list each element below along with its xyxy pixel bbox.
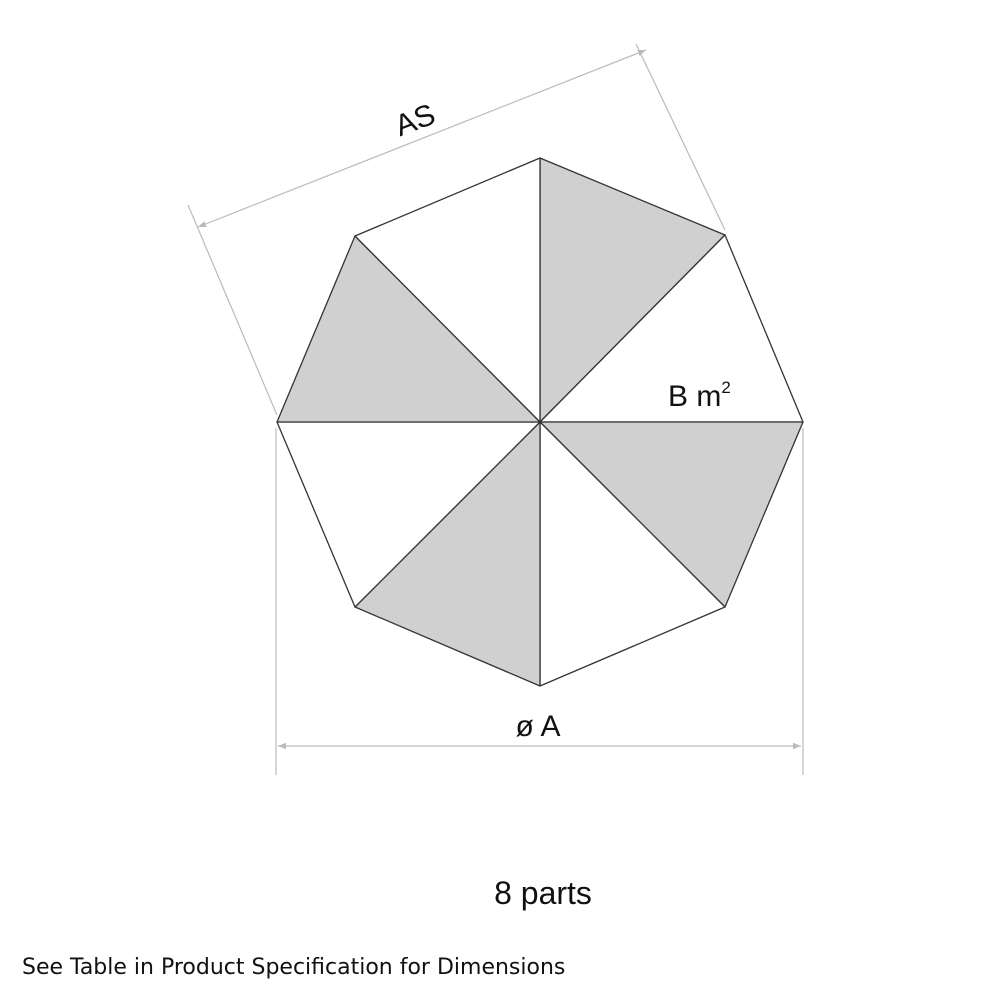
diameter-dimension xyxy=(275,428,804,775)
side-dimension-label: AS xyxy=(391,98,440,143)
side-dimension xyxy=(187,43,726,416)
dimension-arrow xyxy=(197,49,647,228)
area-exponent: 2 xyxy=(721,378,730,397)
diameter-label: ø A xyxy=(515,710,560,743)
extension-line xyxy=(187,204,278,416)
area-label-text: B m xyxy=(668,380,721,413)
dimensions-caption: See Table in Product Specification for D… xyxy=(22,955,566,980)
canopy-panels xyxy=(276,157,804,687)
area-label: B m2 xyxy=(668,378,731,413)
parts-count-label: 8 parts xyxy=(494,875,592,911)
extension-line xyxy=(635,43,726,231)
